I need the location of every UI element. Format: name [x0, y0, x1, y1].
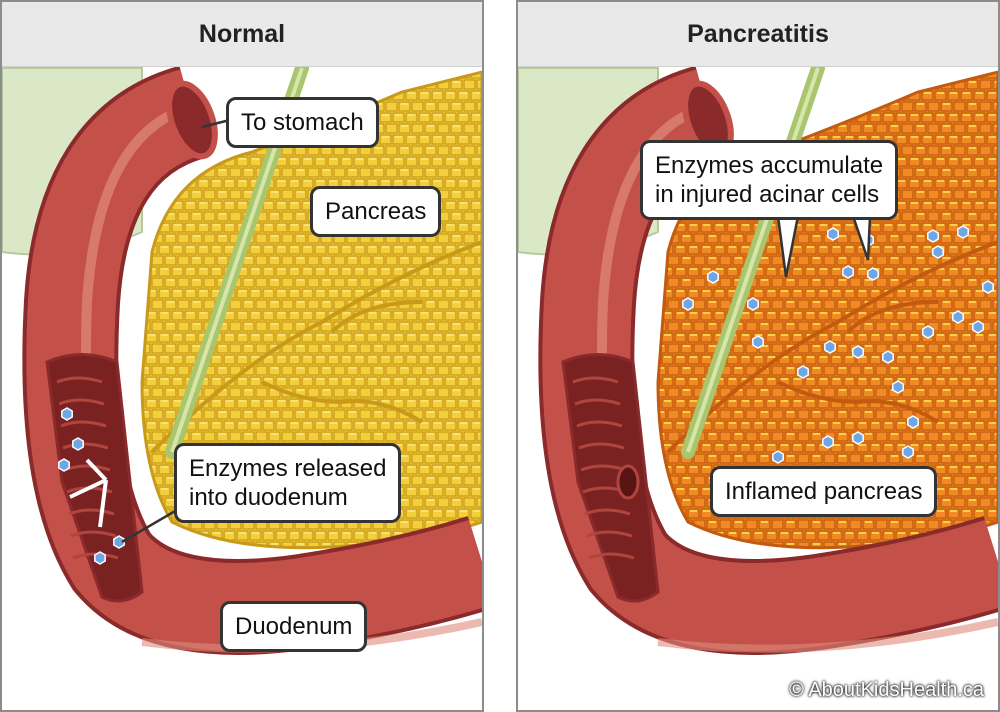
copyright-text: © AboutKidsHealth.ca	[789, 679, 984, 701]
enzyme-icon	[892, 380, 904, 394]
intestinal-fold	[588, 552, 635, 560]
enzyme-icon	[957, 225, 969, 239]
intestinal-fold	[58, 398, 105, 406]
duodenum-fold	[657, 618, 998, 653]
stomach-opening	[166, 80, 218, 160]
duodenum-cutaway	[561, 353, 660, 603]
intestinal-fold	[60, 420, 107, 428]
enzyme-icon	[932, 245, 944, 259]
panel-title: Pancreatitis	[518, 2, 998, 67]
intestinal-fold	[56, 376, 103, 384]
intestinal-fold	[578, 442, 625, 450]
enzyme-icon	[61, 407, 73, 421]
intestinal-fold	[572, 376, 619, 384]
enzyme-icon	[772, 450, 784, 464]
label-line: Enzymes released	[189, 455, 387, 482]
callout-pointer	[776, 215, 872, 278]
label-line: into duodenum	[189, 484, 348, 511]
enzyme-icon	[113, 535, 125, 549]
label-enzymes-released: Enzymes released into duodenum	[174, 443, 402, 523]
label-duodenum: Duodenum	[220, 601, 368, 652]
pancreatitis-illustration	[518, 61, 998, 655]
label-enzymes-accumulate: Enzymes accumulate in injured acinar cel…	[640, 140, 899, 220]
enzyme-icon	[902, 445, 914, 459]
enzyme-icon	[867, 267, 879, 281]
label-line: in injured acinar cells	[655, 181, 880, 208]
intestinal-fold	[62, 442, 109, 450]
bile-duct-highlight	[686, 67, 820, 453]
enzyme-icon	[747, 297, 759, 311]
enzyme-icon	[907, 415, 919, 429]
enzyme-icon	[927, 229, 939, 243]
intestinal-fold	[72, 552, 119, 560]
enzyme-icon	[72, 437, 84, 451]
intestinal-fold	[70, 530, 117, 538]
enzyme-icon	[752, 335, 764, 349]
label-to-stomach: To stomach	[226, 97, 379, 148]
pancreatic-duct	[150, 240, 482, 454]
intestinal-fold	[584, 508, 631, 516]
intestinal-fold	[68, 508, 115, 516]
intestinal-fold	[574, 398, 621, 406]
label-pancreas: Pancreas	[310, 186, 442, 237]
label-inflamed-pancreas: Inflamed pancreas	[710, 466, 938, 517]
enzyme-icon	[982, 280, 994, 294]
callout-pointer	[121, 505, 183, 544]
enzyme-icon	[94, 551, 106, 565]
enzyme-icon	[852, 345, 864, 359]
ampulla-opening	[616, 464, 640, 500]
panel-title: Normal	[2, 2, 482, 67]
enzyme-icon	[58, 458, 70, 472]
pancreatic-duct	[666, 240, 998, 454]
intestinal-fold	[586, 530, 633, 538]
panel-normal: Normal To stomach Pancreas Enzymes relea…	[0, 0, 484, 712]
enzyme-icon	[882, 350, 894, 364]
enzyme-icon	[827, 227, 839, 241]
enzyme-icon	[707, 270, 719, 284]
enzyme-icon	[824, 340, 836, 354]
enzyme-icon	[972, 320, 984, 334]
enzyme-icon	[922, 325, 934, 339]
label-line: Enzymes accumulate	[655, 152, 884, 179]
intestinal-fold	[576, 420, 623, 428]
callout-pointer	[201, 118, 231, 129]
enzyme-icon	[822, 435, 834, 449]
enzyme-icon	[797, 365, 809, 379]
enzyme-icon	[852, 431, 864, 445]
enzyme-icon	[842, 265, 854, 279]
panel-pancreatitis: Pancreatitis Enzymes accumulate in injur…	[516, 0, 1000, 712]
enzyme-icon	[682, 297, 694, 311]
enzyme-arrows	[69, 458, 108, 528]
enzyme-icon	[952, 310, 964, 324]
